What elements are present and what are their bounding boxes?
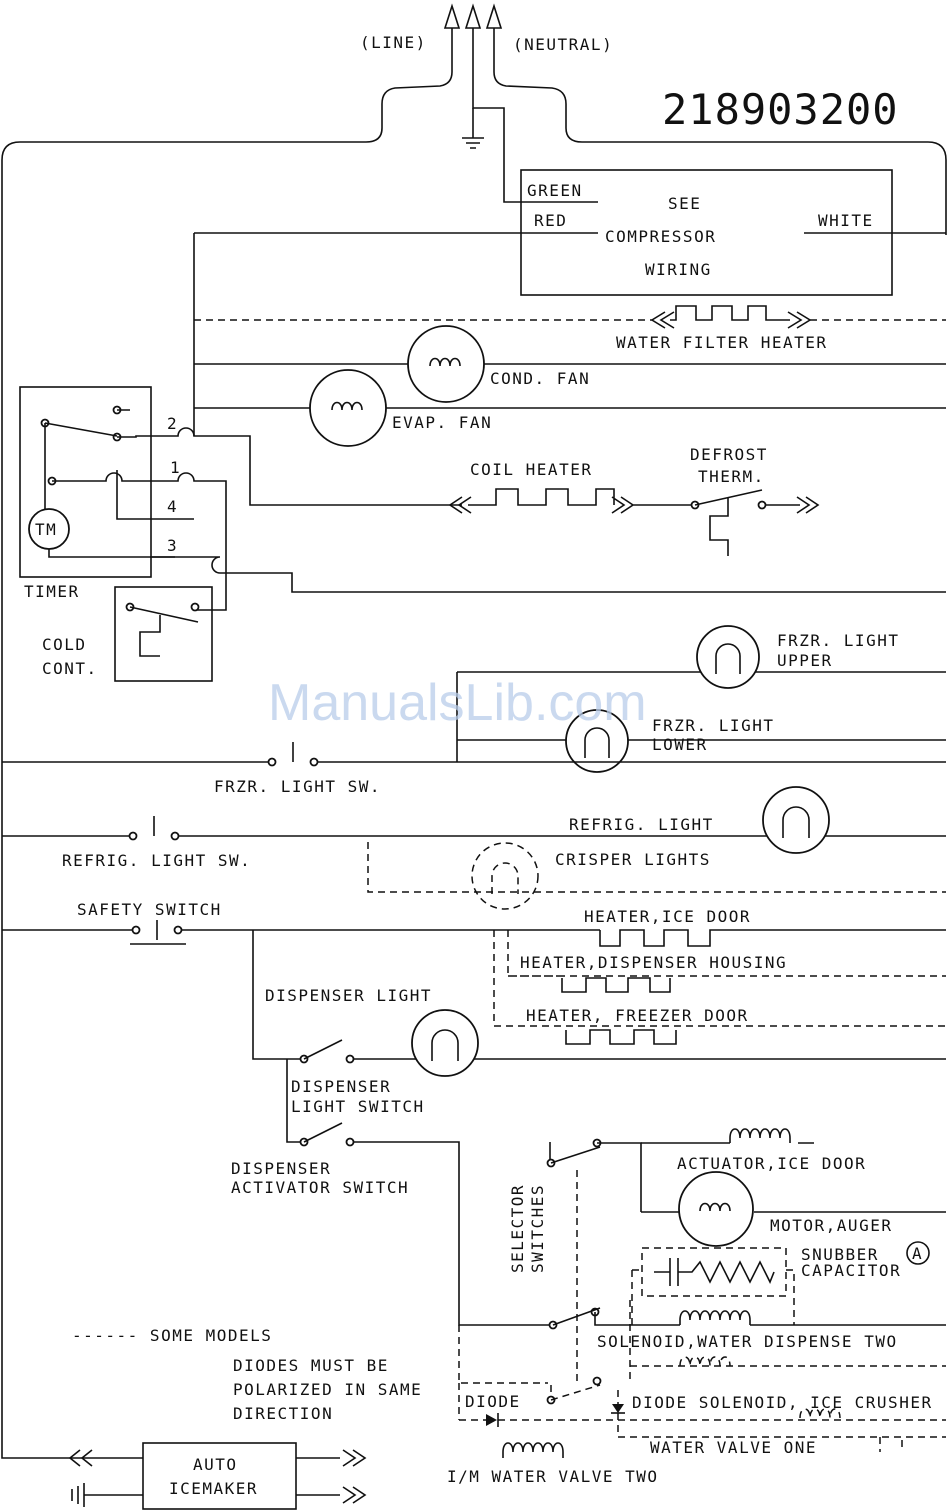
actuator-ice-door-label: ACTUATOR,ICE DOOR: [677, 1154, 866, 1173]
cond-fan-label: COND. FAN: [490, 369, 590, 388]
selector-switches-label-1: SELECTOR: [508, 1184, 527, 1273]
refrig-light-bulb: [762, 786, 830, 854]
dispenser-light-switch-label-2: LIGHT SWITCH: [291, 1097, 425, 1116]
note-diodes-2: POLARIZED IN SAME: [233, 1380, 422, 1399]
watermark: ManualsLib.com: [268, 674, 647, 732]
water-valve-one-label: WATER VALVE ONE: [650, 1438, 817, 1457]
frzr-light-lower-bulb: [565, 709, 629, 773]
frzr-light-sw-label: FRZR. LIGHT SW.: [214, 777, 381, 796]
crisper-lights-label: CRISPER LIGHTS: [555, 850, 711, 869]
cond-fan-motor: [407, 325, 485, 403]
timer-terminal-3: 3: [167, 536, 178, 555]
im-water-valve-two-label: I/M WATER VALVE TWO: [447, 1467, 659, 1486]
compressor-compressor-label: COMPRESSOR: [605, 227, 716, 246]
diode-left-label: DIODE: [465, 1392, 521, 1411]
motor-auger-label: MOTOR,AUGER: [770, 1216, 892, 1235]
solenoid-water-dispense-two-label: SOLENOID,WATER DISPENSE TWO: [597, 1332, 898, 1351]
line-label: (LINE): [360, 33, 427, 52]
cold-control-label-2: CONT.: [42, 659, 98, 678]
dispenser-light-switch-label-1: DISPENSER: [291, 1077, 391, 1096]
frzr-light-lower-label-2: LOWER: [652, 735, 708, 754]
timer-label: TIMER: [24, 582, 80, 601]
defrost-therm-contact-right: [757, 500, 767, 510]
evap-fan-label: EVAP. FAN: [392, 413, 492, 432]
note-diodes-3: DIRECTION: [233, 1404, 333, 1423]
evap-fan-motor: [309, 369, 387, 447]
dispenser-activator-switch-label-2: ACTIVATOR SWITCH: [231, 1178, 409, 1197]
cold-control-label-1: COLD: [42, 635, 87, 654]
frzr-light-upper-label-2: UPPER: [777, 651, 833, 670]
note-diodes-1: DIODES MUST BE: [233, 1356, 389, 1375]
power-plug: [1, 3, 947, 1420]
timer-terminal-1: 1: [170, 458, 181, 477]
dispenser-activator-switch-label-1: DISPENSER: [231, 1159, 331, 1178]
compressor-white-label: WHITE: [818, 211, 874, 230]
timer-tm-label: TM: [35, 520, 57, 539]
heater-freezer-door-label: HEATER, FREEZER DOOR: [526, 1006, 749, 1025]
snubber-label-1: SNUBBER: [801, 1245, 879, 1264]
neutral-label: (NEUTRAL): [513, 35, 613, 54]
safety-switch-label: SAFETY SWITCH: [77, 900, 222, 919]
compressor-wiring-label: WIRING: [645, 260, 712, 279]
refrig-light-sw-label: REFRIG. LIGHT SW.: [62, 851, 251, 870]
auto-icemaker-label-1: AUTO: [193, 1455, 238, 1474]
timer-terminal-2: 2: [167, 414, 178, 433]
part-number: 218903200: [662, 85, 899, 134]
cold-control-box: [114, 586, 213, 682]
frzr-light-lower-label-1: FRZR. LIGHT: [652, 716, 774, 735]
heater-dispenser-housing-label: HEATER,DISPENSER HOUSING: [520, 953, 787, 972]
frzr-light-upper-bulb: [696, 625, 760, 689]
coil-heater-label: COIL HEATER: [470, 460, 592, 479]
auto-icemaker-box: [142, 1442, 297, 1510]
crisper-lights-bulb: [471, 842, 539, 910]
compressor-red-label: RED: [534, 211, 567, 230]
frzr-light-upper-label-1: FRZR. LIGHT: [777, 631, 899, 650]
diode-solenoid-ice-crusher-label: DIODE SOLENOID, ICE CRUSHER: [632, 1393, 933, 1412]
motor-auger: [678, 1171, 754, 1247]
water-filter-heater-label: WATER FILTER HEATER: [616, 333, 828, 352]
dispenser-light-bulb: [411, 1009, 479, 1077]
compressor-green-label: GREEN: [527, 181, 583, 200]
snubber-label-2: CAPACITOR: [801, 1261, 901, 1280]
timer-contacts: [40, 405, 946, 611]
defrost-therm-label-1: DEFROST: [690, 445, 768, 464]
note-some-models: ------ SOME MODELS: [72, 1326, 272, 1345]
selector-switches-label-2: SWITCHES: [528, 1184, 547, 1273]
snubber-mark: A: [912, 1244, 923, 1263]
timer-box: [19, 386, 152, 578]
auto-icemaker-label-2: ICEMAKER: [169, 1479, 258, 1498]
defrost-therm-label-2: THERM.: [698, 467, 765, 486]
heater-ice-door-label: HEATER,ICE DOOR: [584, 907, 751, 926]
compressor-see-label: SEE: [668, 194, 701, 213]
timer-terminal-4: 4: [167, 497, 178, 516]
refrig-light-label: REFRIG. LIGHT: [569, 815, 714, 834]
dispenser-light-label: DISPENSER LIGHT: [265, 986, 432, 1005]
snubber-capacitor-box: [641, 1247, 787, 1297]
